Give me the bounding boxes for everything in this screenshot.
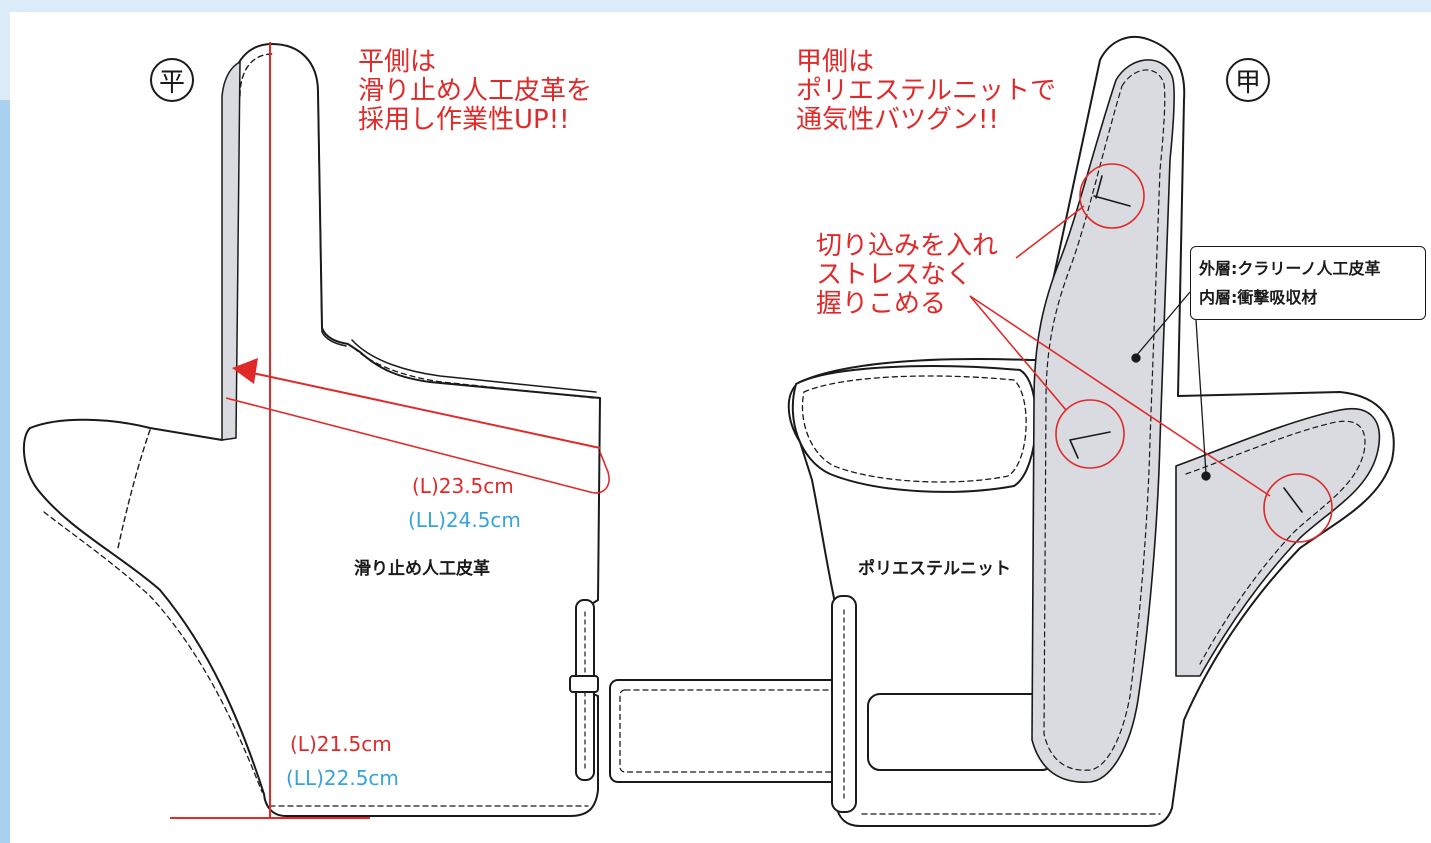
back-callout-line-1: 甲側は (796, 47, 875, 77)
slit-upper (1093, 175, 1131, 207)
length-size-ll: (LL)22.5cm (286, 766, 399, 790)
index-shock-pad-stitch (1043, 69, 1166, 771)
finger-size-ll: (LL)24.5cm (408, 508, 521, 532)
back-material-label: ポリエステルニット (858, 559, 1011, 579)
leader-to-lower-slit (969, 295, 1271, 497)
back-side-mark: 甲 (1226, 58, 1270, 102)
back-label-patch (867, 693, 1055, 771)
back-cuff-opening (791, 365, 1037, 493)
palm-thumb-seam (117, 429, 151, 549)
finger-size-l: (L)23.5cm (412, 474, 514, 498)
layer-leaders (1131, 291, 1211, 481)
layer-leader-dot-middle (1201, 471, 1211, 481)
back-side-strap (831, 595, 857, 813)
slit-callout: 切り込みを入れ ストレスなく 握りこめる (816, 232, 998, 319)
inner-layer-text: 内層:衝撃吸収材 (1199, 288, 1318, 307)
middle-shock-pad (1175, 408, 1381, 677)
slit-callout-line-1: 切り込みを入れ (816, 231, 999, 261)
palm-callout-line-3: 採用し作業性UP!! (358, 105, 570, 135)
palm-thumb-stitch (43, 511, 263, 793)
measurement-guides (170, 42, 610, 819)
slit-highlights (969, 163, 1333, 543)
palm-finger-strip (221, 61, 241, 441)
wrist-strap-body (609, 679, 847, 783)
frame-left-band-light (0, 0, 10, 100)
back-cuff-stitch (801, 375, 1027, 483)
palm-knuckle-seam (351, 339, 597, 393)
slit-circle-lower (1263, 473, 1333, 543)
outer-layer-text: 外層:クラリーノ人工皮革 (1199, 259, 1381, 278)
finger-measure-loop (225, 397, 610, 494)
slit-callout-line-2: ストレスなく (816, 260, 973, 290)
palm-side-glove (22, 43, 601, 817)
leader-to-middle-slit (969, 295, 1067, 411)
finger-measure-line (247, 371, 601, 449)
length-size-l: (L)21.5cm (290, 732, 392, 756)
palm-callout-line-2: 滑り止め人工皮革を (358, 76, 593, 106)
frame-left-band (0, 0, 10, 843)
middle-shock-pad-stitch (1185, 420, 1366, 665)
layer-leader-dot-index (1131, 353, 1141, 363)
palm-callout: 平側は 滑り止め人工皮革を 採用し作業性UP!! (358, 48, 592, 135)
finger-measure-arrowhead (232, 358, 258, 384)
slit-lower (1283, 487, 1303, 513)
back-side-glove (787, 35, 1395, 827)
palm-finger-edge (317, 91, 347, 347)
leader-to-upper-slit (1015, 205, 1085, 259)
frame-top-band (0, 0, 1431, 12)
palm-knuckle-stitch (353, 347, 595, 399)
back-callout: 甲側は ポリエステルニットで 通気性バツグン!! (796, 48, 1056, 135)
index-shock-pad (1031, 59, 1175, 783)
slit-circle-middle (1055, 399, 1125, 469)
layer-info-box: 外層:クラリーノ人工皮革 内層:衝撃吸収材 (1190, 246, 1426, 320)
slit-circle-upper (1079, 163, 1145, 229)
palm-callout-line-1: 平側は (358, 47, 437, 77)
layer-leader-middle (1195, 319, 1207, 475)
slit-middle (1069, 431, 1111, 459)
back-callout-line-3: 通気性バツグン!! (796, 105, 999, 135)
palm-material-label: 滑り止め人工皮革 (354, 559, 490, 579)
wrist-strap (609, 679, 847, 783)
back-callout-line-2: ポリエステルニットで (796, 76, 1057, 106)
slit-callout-line-3: 握りこめる (816, 289, 947, 319)
layer-leader-index (1135, 291, 1191, 357)
palm-side-mark: 平 (150, 58, 194, 102)
palm-buckle (569, 675, 599, 693)
